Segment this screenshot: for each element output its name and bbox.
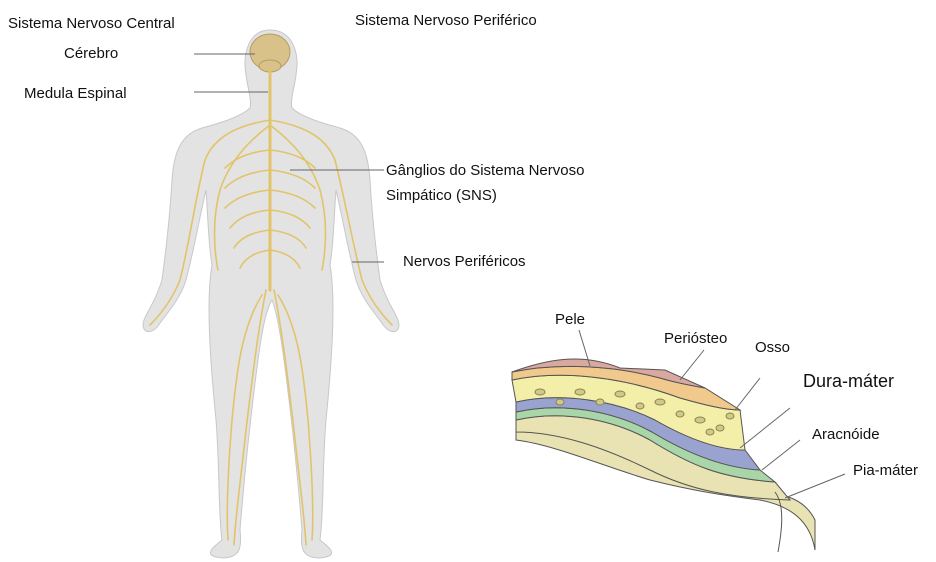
label-pia: Pia-máter xyxy=(853,462,918,480)
leader-dura xyxy=(740,408,790,448)
label-ganglia-line2: Simpático (SNS) xyxy=(386,187,497,205)
label-arachnoid: Aracnóide xyxy=(812,426,880,444)
label-bone: Osso xyxy=(755,339,790,357)
leader-periosteum xyxy=(680,350,704,380)
leader-arachnoid xyxy=(762,440,800,470)
leader-pia xyxy=(785,474,845,498)
label-dura: Dura-máter xyxy=(803,370,894,392)
meninges-section xyxy=(512,359,815,552)
label-pns: Sistema Nervoso Periférico xyxy=(355,12,537,30)
label-cns: Sistema Nervoso Central xyxy=(8,15,175,33)
label-skin: Pele xyxy=(555,311,585,329)
leader-bone xyxy=(735,378,760,410)
label-spinal-cord: Medula Espinal xyxy=(24,85,127,103)
label-periosteum: Periósteo xyxy=(664,330,727,348)
label-ganglia-line1: Gânglios do Sistema Nervoso xyxy=(386,162,584,180)
label-brain: Cérebro xyxy=(64,45,118,63)
label-peripheral-nerves: Nervos Periféricos xyxy=(403,253,526,271)
